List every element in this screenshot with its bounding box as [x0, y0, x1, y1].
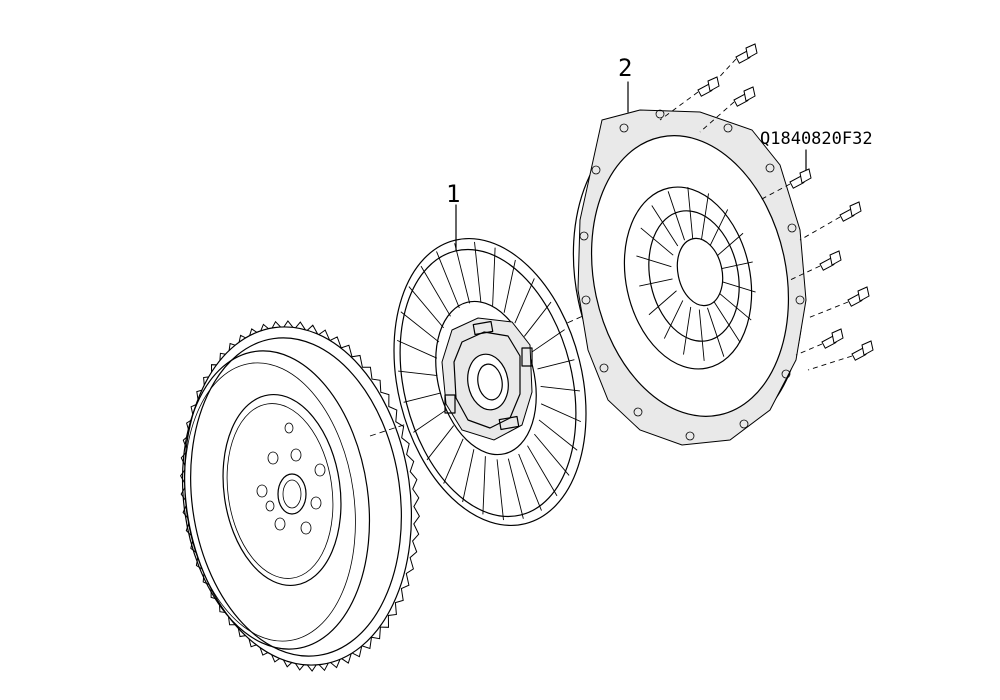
friction-lining-grooves: [396, 241, 582, 521]
callout-2-label: 2: [618, 54, 632, 82]
callout-1-label: 1: [446, 180, 460, 208]
flywheel-bolt-holes: [256, 422, 326, 535]
pressure-plate: [572, 109, 807, 446]
flywheel: [180, 320, 420, 672]
diaphragm-spring-fingers: [636, 187, 756, 361]
pressure-plate-bolts: [659, 43, 874, 371]
bolt-part-number-label: Q1840820F32: [760, 129, 873, 149]
pressure-plate-mounting-holes: [579, 109, 805, 441]
clutch-disc: [393, 237, 587, 527]
